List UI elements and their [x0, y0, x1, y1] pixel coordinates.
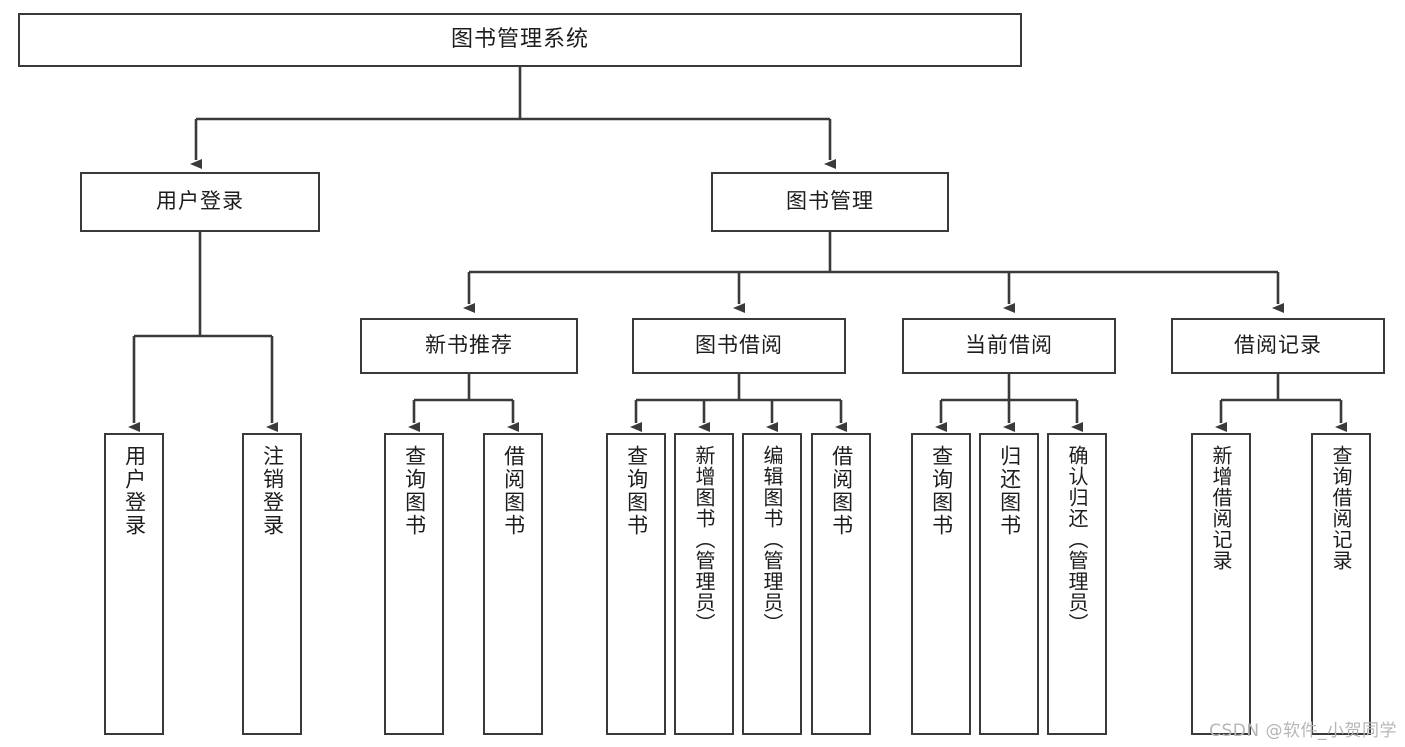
leaf-label: 归还图书	[997, 445, 1022, 537]
watermark: CSDN @软件_小贺同学	[1209, 721, 1397, 741]
leaf-label: 借阅图书	[829, 445, 854, 537]
leaf-current-query-book[interactable]: 查询图书	[911, 433, 971, 735]
node-root-system[interactable]: 图书管理系统	[18, 13, 1022, 67]
node-book-management[interactable]: 图书管理	[711, 172, 949, 232]
leaf-label: 查询借阅记录	[1329, 445, 1353, 571]
leaf-borrow-edit-book[interactable]: 编辑图书（管理员）	[742, 433, 802, 735]
leaf-borrow-add-book[interactable]: 新增图书（管理员）	[674, 433, 734, 735]
leaf-label: 注销登录	[260, 445, 285, 537]
node-label: 图书管理系统	[450, 26, 589, 52]
node-label: 当前借阅	[965, 333, 1053, 358]
node-label: 借阅记录	[1234, 333, 1322, 358]
node-current-borrow[interactable]: 当前借阅	[902, 318, 1116, 374]
leaf-current-confirm-return[interactable]: 确认归还（管理员）	[1047, 433, 1107, 735]
leaf-borrow-query-book[interactable]: 查询图书	[606, 433, 666, 735]
leaf-current-return-book[interactable]: 归还图书	[979, 433, 1039, 735]
node-new-book-recommend[interactable]: 新书推荐	[360, 318, 578, 374]
leaf-record-query-record[interactable]: 查询借阅记录	[1311, 433, 1371, 735]
leaf-label: 查询图书	[929, 445, 954, 537]
node-label: 图书管理	[786, 189, 874, 214]
node-borrow-record[interactable]: 借阅记录	[1171, 318, 1385, 374]
node-label: 用户登录	[156, 189, 244, 214]
leaf-borrow-borrow-book[interactable]: 借阅图书	[811, 433, 871, 735]
node-book-borrow[interactable]: 图书借阅	[632, 318, 846, 374]
leaf-new-book-borrow[interactable]: 借阅图书	[483, 433, 543, 735]
leaf-record-add-record[interactable]: 新增借阅记录	[1191, 433, 1251, 735]
node-label: 新书推荐	[425, 333, 513, 358]
leaf-user-login-logout[interactable]: 注销登录	[242, 433, 302, 735]
node-label: 图书借阅	[695, 333, 783, 358]
leaf-new-book-query[interactable]: 查询图书	[384, 433, 444, 735]
leaf-label: 新增借阅记录	[1209, 445, 1233, 571]
leaf-label: 新增图书（管理员）	[692, 445, 716, 634]
leaf-label: 编辑图书（管理员）	[760, 445, 784, 634]
leaf-label: 用户登录	[122, 445, 147, 537]
node-user-login[interactable]: 用户登录	[80, 172, 320, 232]
leaf-label: 确认归还（管理员）	[1065, 445, 1089, 634]
leaf-label: 查询图书	[402, 445, 427, 537]
leaf-label: 查询图书	[624, 445, 649, 537]
leaf-label: 借阅图书	[501, 445, 526, 537]
leaf-user-login-login[interactable]: 用户登录	[104, 433, 164, 735]
